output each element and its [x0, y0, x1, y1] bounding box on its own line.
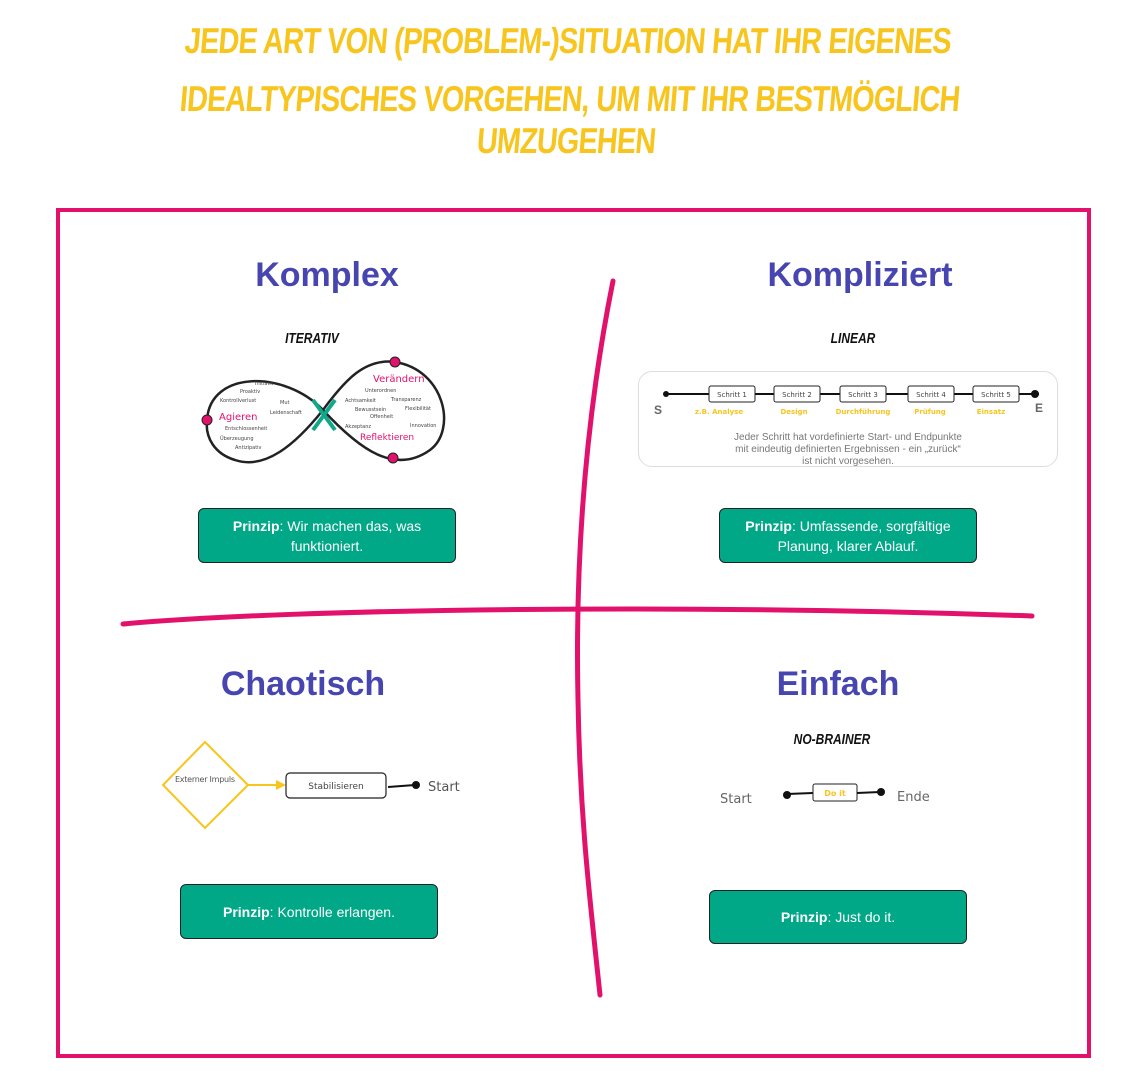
principle-einfach: Prinzip: Just do it. — [709, 890, 967, 944]
chaotic-process-diagram: Externer Impuls Stabilisieren Start — [161, 740, 460, 830]
diagram-shape — [311, 398, 337, 432]
diagram-shape — [205, 360, 446, 464]
diagram-label: Proaktiv — [240, 389, 260, 395]
diagram-label: Prüfung — [914, 408, 946, 416]
principle-komplex: Prinzip: Wir machen das, was funktionier… — [198, 508, 456, 563]
principle-text: : Umfassende, sorgfältige Planung, klare… — [777, 517, 951, 554]
diagram-label: Schritt 1 — [717, 391, 747, 399]
principle-text: Prinzip: Just do it. — [781, 907, 895, 927]
principle-label: Prinzip — [223, 903, 270, 920]
diagram-label: Schritt 4 — [916, 391, 946, 399]
linear-process-card: S E Schritt 1 Schritt 2 Schritt 3 Schrit… — [638, 371, 1058, 467]
diagram-label: Schritt 2 — [782, 391, 812, 399]
diagram-label: Stabilisieren — [308, 782, 363, 792]
linear-note: Jeder Schritt hat vordefinierte Start- u… — [734, 432, 962, 467]
principle-text: Prinzip: Wir machen das, was funktionier… — [215, 516, 439, 556]
principle-kompliziert: Prinzip: Umfassende, sorgfältige Planung… — [719, 508, 977, 563]
diagram-label: Überzeugung — [220, 435, 254, 442]
agieren-label: Agieren — [219, 412, 258, 423]
diagram-label: Achtsamkeit — [345, 398, 376, 404]
diagram-shape — [1031, 390, 1039, 398]
diagram-label: S — [654, 403, 662, 417]
diagram-label: Bewusstsein — [355, 407, 386, 413]
diagram-label: Ende — [897, 790, 930, 805]
principle-label: Prinzip — [780, 909, 828, 925]
diagram-shape — [708, 385, 756, 403]
diagram-label: Initiativ — [255, 381, 274, 387]
diagram-label: Flexibilität — [405, 406, 431, 412]
matrix-frame — [56, 208, 1091, 1058]
principle-label: Prinzip — [745, 517, 792, 534]
heading-kompliziert: Kompliziert — [767, 256, 953, 294]
diagram-shape — [276, 780, 286, 790]
diagram-shape — [856, 791, 881, 794]
diagram-label: Do it — [824, 789, 846, 798]
subtitle-no-brainer: NO-BRAINER — [793, 731, 871, 748]
diagram-label: Offenheit — [370, 414, 393, 420]
subtitle-linear: LINEAR — [830, 330, 876, 347]
infinity-loop-diagram: Agieren Verändern Reflektieren Initiativ… — [201, 356, 446, 464]
diagram-label: Einsatz — [977, 408, 1005, 416]
diagram-label: Schritt 5 — [981, 391, 1011, 399]
diagram-label: Transparenz — [390, 397, 422, 403]
linear-process-diagram: S E Schritt 1 Schritt 2 Schritt 3 Schrit… — [654, 385, 1043, 417]
diagram-shape — [663, 391, 669, 397]
diagram-shape — [389, 356, 401, 368]
diagram-shape — [201, 414, 213, 426]
diagram-label: Verändern — [373, 374, 425, 385]
principle-label: Prinzip — [232, 517, 280, 534]
diagram-shape — [412, 781, 420, 789]
diagram-shape — [387, 452, 399, 464]
diagram-label: Akzeptanz — [345, 424, 371, 430]
diagram-label: Unterordnen — [365, 388, 396, 394]
subtitle-iterativ: ITERATIV — [285, 330, 339, 347]
diagram-label: Kontrollverlust — [220, 398, 256, 404]
diagram-shape — [907, 385, 955, 403]
diagram-label: Innovation — [410, 423, 436, 429]
diagram-shape — [839, 385, 887, 403]
principle-text: : Kontrolle erlangen. — [269, 903, 395, 920]
principle-text: : Wir machen das, was funktioniert. — [279, 517, 422, 554]
diagram-label: Mut — [280, 400, 289, 406]
principle-text: Prinzip: Kontrolle erlangen. — [223, 902, 395, 922]
diagram-label: Leidenschaft — [270, 410, 302, 416]
heading-einfach: Einfach — [776, 665, 900, 703]
diagram-shape — [786, 792, 814, 795]
diagram-label: E — [1035, 401, 1043, 415]
diagram-label: Schritt 3 — [848, 391, 878, 399]
diagram-shape — [773, 385, 821, 403]
principle-text: : Just do it. — [827, 909, 896, 925]
diagram-shape — [877, 788, 885, 796]
vertical-divider — [575, 278, 616, 998]
diagram-shape — [285, 772, 387, 799]
diagram-shape — [387, 784, 416, 788]
diagram-label: Durchführung — [836, 408, 891, 416]
diagram-label: Start — [720, 792, 752, 807]
heading-chaotisch: Chaotisch — [220, 665, 386, 703]
diagram-shape — [161, 740, 250, 830]
diagram-label: Externer Impuls — [175, 775, 235, 784]
diagram-label: Entschlossenheit — [225, 426, 267, 432]
diagram-label: Start — [428, 780, 460, 795]
principle-text: Prinzip: Umfassende, sorgfältige Planung… — [736, 516, 960, 556]
heading-komplex: Komplex — [255, 256, 399, 294]
diagram-label: Antizipativ — [235, 445, 262, 451]
diagram-label: z.B. Analyse — [695, 408, 743, 416]
horizontal-divider — [120, 606, 1035, 627]
simple-process-diagram: Start Do it Ende — [720, 783, 930, 807]
diagram-shape — [783, 791, 791, 799]
diagram-label: Design — [780, 408, 807, 416]
diagram-shape — [972, 385, 1020, 403]
diagram-label: Reflektieren — [360, 433, 414, 443]
principle-chaotisch: Prinzip: Kontrolle erlangen. — [180, 884, 438, 939]
